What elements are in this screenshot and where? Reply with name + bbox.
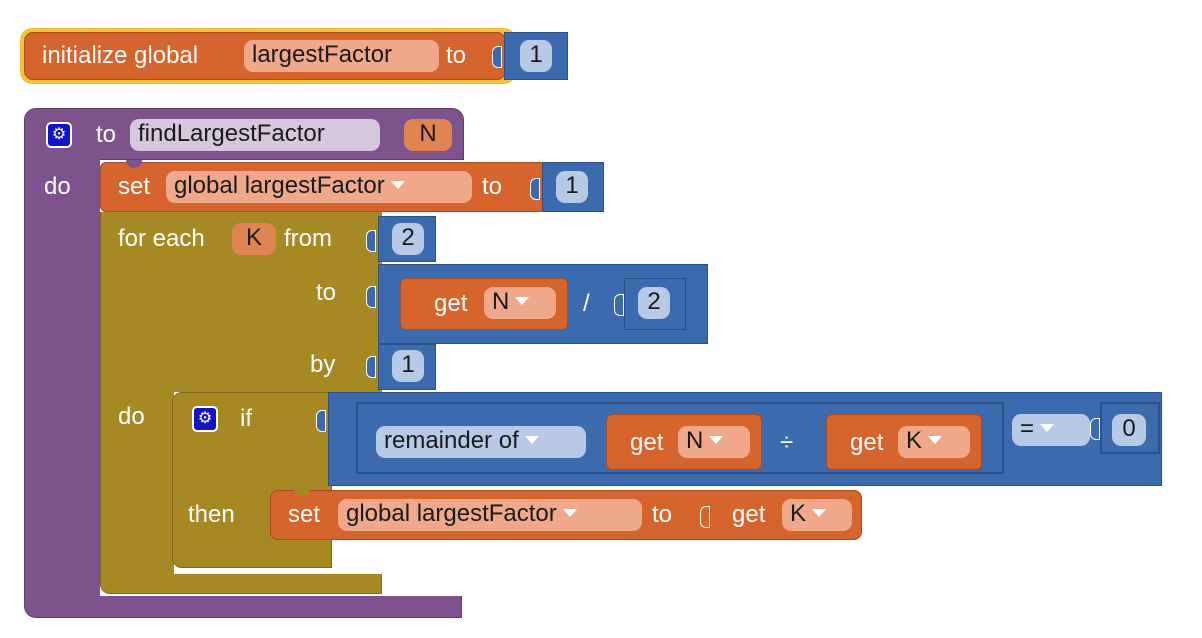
procedure-name-field[interactable]: findLargestFactor — [130, 119, 380, 151]
socket-tab — [1090, 418, 1100, 440]
chevron-down-icon — [812, 509, 827, 518]
chevron-down-icon — [928, 436, 943, 445]
set-value[interactable]: 1 — [556, 171, 588, 203]
from-label: from — [284, 225, 332, 252]
loop-var-k[interactable]: K — [232, 223, 276, 255]
procedure-param-n[interactable]: N — [404, 119, 452, 151]
then-set-var-dropdown[interactable]: global largestFactor — [338, 499, 642, 531]
procedure-footer — [24, 596, 462, 618]
by-label: by — [310, 351, 336, 378]
then-label: then — [188, 501, 235, 528]
socket-tab — [316, 410, 326, 432]
then-get-var-label: K — [790, 500, 807, 527]
for-each-footer — [100, 574, 382, 594]
get1-var-dropdown[interactable]: N — [678, 426, 750, 458]
set-var-label: global largestFactor — [174, 172, 385, 199]
socket-tab — [700, 506, 710, 528]
for-each-spine — [100, 390, 174, 580]
then-set-var-label: global largestFactor — [346, 500, 557, 527]
chevron-down-icon — [709, 436, 724, 445]
procedure-spine — [24, 150, 100, 600]
chevron-down-icon — [562, 509, 577, 518]
remainder-dropdown[interactable]: remainder of — [376, 426, 586, 458]
div-operator: ÷ — [780, 429, 794, 456]
then-get-var-dropdown[interactable]: K — [782, 499, 852, 531]
gear-icon[interactable]: ⚙ — [192, 406, 218, 432]
chevron-down-icon — [524, 436, 539, 445]
get-label: get — [434, 290, 468, 317]
gear-icon[interactable]: ⚙ — [46, 122, 72, 148]
from-value[interactable]: 2 — [392, 223, 424, 255]
then-set-label: set — [288, 501, 321, 528]
compare-value[interactable]: 0 — [1112, 414, 1146, 446]
global-var-name-field[interactable]: largestFactor — [244, 40, 439, 72]
get2-var-dropdown[interactable]: K — [898, 426, 970, 458]
chevron-down-icon — [1040, 424, 1055, 433]
set-to-label: to — [482, 173, 503, 200]
socket-tab — [366, 356, 376, 378]
then-set-to-label: to — [652, 501, 673, 528]
then-get-label: get — [732, 501, 766, 528]
socket-tab — [366, 230, 376, 252]
for-do-label: do — [118, 403, 145, 430]
remainder-label: remainder of — [384, 427, 519, 454]
socket-tab — [614, 294, 624, 316]
set-label: set — [118, 173, 151, 200]
divide-operator: / — [583, 290, 590, 317]
to-label: to — [316, 279, 337, 306]
socket-tab — [366, 286, 376, 308]
divisor-value[interactable]: 2 — [638, 287, 670, 319]
compare-op-label: = — [1020, 415, 1035, 442]
get2-var-label: K — [906, 427, 923, 454]
socket-tab — [530, 178, 540, 200]
set-var-dropdown[interactable]: global largestFactor — [166, 171, 472, 203]
connector-nub — [126, 160, 142, 168]
get-var-label: N — [492, 288, 510, 315]
socket-tab — [492, 46, 502, 68]
by-value[interactable]: 1 — [392, 350, 424, 382]
procedure-do-label: do — [44, 173, 71, 200]
if-label: if — [240, 405, 252, 432]
global-init-to-label: to — [446, 42, 467, 69]
global-init-value[interactable]: 1 — [520, 40, 552, 72]
chevron-down-icon — [515, 297, 530, 306]
procedure-to-label: to — [96, 121, 117, 148]
for-each-label: for each — [118, 225, 205, 252]
number-block-set[interactable] — [542, 162, 604, 212]
get-var-dropdown[interactable]: N — [484, 287, 556, 319]
compare-op-dropdown[interactable]: = — [1012, 414, 1090, 446]
get1-var-label: N — [686, 427, 704, 454]
get1-label: get — [630, 429, 664, 456]
global-init-keyword: initialize global — [42, 42, 199, 69]
connector-nub — [294, 488, 310, 496]
chevron-down-icon — [390, 181, 405, 190]
get2-label: get — [850, 429, 884, 456]
